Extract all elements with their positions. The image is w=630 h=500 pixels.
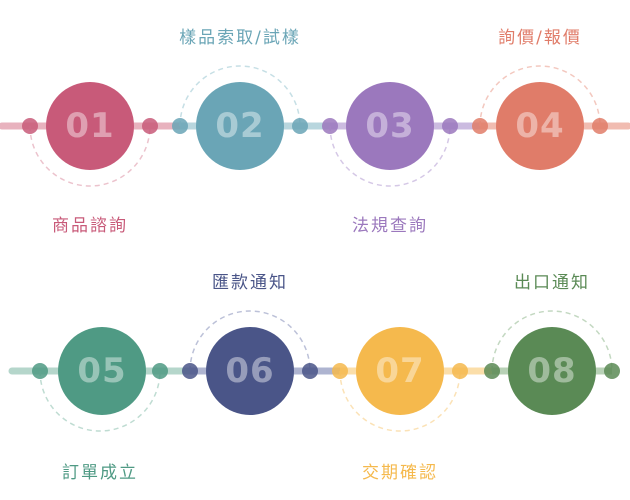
- step-03-number: 03: [365, 106, 415, 146]
- step-08-label: 出口通知: [514, 273, 590, 293]
- step-04-dot-right: [592, 118, 608, 134]
- step-03-dot-left: [322, 118, 338, 134]
- step-03-dot-right: [442, 118, 458, 134]
- step-05-circle: 05: [58, 327, 146, 415]
- step-06-dashed-arc: [189, 310, 311, 372]
- step-08-dashed-arc: [491, 310, 613, 372]
- step-02-number: 02: [215, 106, 265, 146]
- step-07-dot-right: [452, 363, 468, 379]
- step-06-number: 06: [225, 351, 275, 391]
- step-02-dashed-arc: [179, 65, 301, 127]
- step-05-number: 05: [77, 351, 127, 391]
- step-02-dot-left: [172, 118, 188, 134]
- step-06-dot-left: [182, 363, 198, 379]
- step-08-dot-left: [484, 363, 500, 379]
- step-05-dashed-arc: [39, 370, 161, 432]
- step-04-label: 詢價/報價: [498, 28, 582, 48]
- step-07-dashed-arc: [339, 370, 461, 432]
- step-04-dashed-arc: [479, 65, 601, 127]
- step-07-label: 交期確認: [362, 463, 438, 483]
- step-07-number: 07: [375, 351, 425, 391]
- step-04-dot-left: [472, 118, 488, 134]
- step-08-circle: 08: [508, 327, 596, 415]
- step-07-circle: 07: [356, 327, 444, 415]
- step-05-label: 訂單成立: [62, 463, 138, 483]
- step-03-circle: 03: [346, 82, 434, 170]
- step-08-dot-right: [604, 363, 620, 379]
- step-08-number: 08: [527, 351, 577, 391]
- step-01-dot-left: [22, 118, 38, 134]
- step-01-number: 01: [65, 106, 115, 146]
- step-06-circle: 06: [206, 327, 294, 415]
- step-05-dot-right: [152, 363, 168, 379]
- step-02-circle: 02: [196, 82, 284, 170]
- step-05-dot-left: [32, 363, 48, 379]
- step-03-dashed-arc: [329, 125, 451, 187]
- step-03-label: 法規查詢: [352, 216, 428, 236]
- step-06-label: 匯款通知: [212, 273, 288, 293]
- step-01-circle: 01: [46, 82, 134, 170]
- step-02-dot-right: [292, 118, 308, 134]
- step-04-number: 04: [515, 106, 565, 146]
- step-01-label: 商品諮詢: [52, 216, 128, 236]
- step-04-circle: 04: [496, 82, 584, 170]
- step-07-dot-left: [332, 363, 348, 379]
- step-06-dot-right: [302, 363, 318, 379]
- step-01-dot-right: [142, 118, 158, 134]
- step-01-dashed-arc: [29, 125, 151, 187]
- step-02-label: 樣品索取/試樣: [179, 28, 301, 48]
